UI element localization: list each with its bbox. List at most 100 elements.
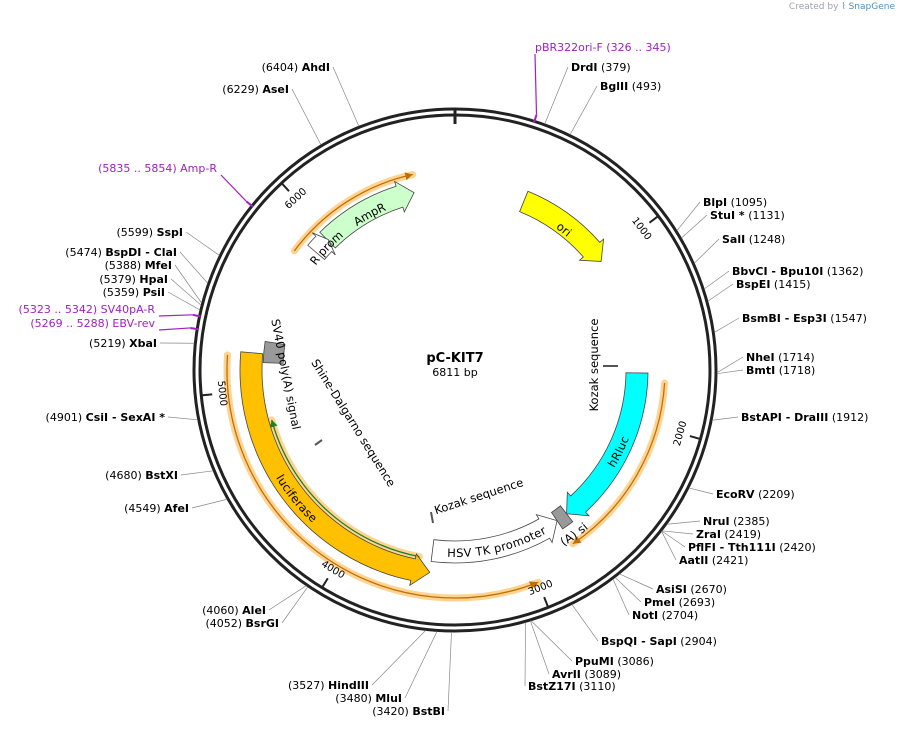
enzyme-name: ZraI xyxy=(696,528,721,541)
inner-feature-label: SV40 poly(A) signal xyxy=(268,318,303,431)
site-leader-line xyxy=(167,416,198,421)
tick-mark xyxy=(280,182,290,192)
site-position: (493) xyxy=(632,80,662,93)
primer-tick xyxy=(245,200,254,208)
site-position: (1095) xyxy=(731,196,768,209)
site-label: (5379) HpaI xyxy=(99,273,168,286)
enzyme-name: MluI xyxy=(375,692,402,705)
enzyme-name: CsiI - SexAI * xyxy=(86,411,166,424)
tick-label: 1000 xyxy=(629,216,653,243)
site-position: (4052) xyxy=(205,617,242,630)
site-label: DrdI (379) xyxy=(571,61,631,74)
site-position: (2670) xyxy=(690,583,727,596)
enzyme-name: AhdI xyxy=(302,61,330,74)
feature-promoter xyxy=(307,232,336,261)
site-label: BstZ17I (3110) xyxy=(528,680,616,693)
enzyme-name: XbaI xyxy=(129,337,157,350)
site-position: (1248) xyxy=(749,233,786,246)
enzyme-name: EcoRV xyxy=(716,488,755,501)
site-label: EcoRV (2209) xyxy=(716,488,795,501)
site-position: (4549) xyxy=(124,502,161,515)
site-label: (5474) BspDI - ClaI xyxy=(65,246,177,259)
site-position: (5359) xyxy=(103,286,140,299)
site-label: NruI (2385) xyxy=(703,515,770,528)
site-leader-line xyxy=(703,270,730,290)
site-position: (3086) xyxy=(617,655,654,668)
site-leader-line xyxy=(544,66,569,124)
site-leader-line xyxy=(612,578,630,616)
tick-mark xyxy=(648,215,659,224)
feature-polyA xyxy=(550,505,574,530)
site-leader-line xyxy=(619,573,654,590)
site-label: StuI * (1131) xyxy=(710,209,785,222)
orf-line xyxy=(271,419,420,558)
inner-feature-mark xyxy=(314,439,323,446)
site-leader-line xyxy=(676,201,701,231)
site-position: (2385) xyxy=(733,515,770,528)
site-position: (1718) xyxy=(779,364,816,377)
site-label: ZraI (2419) xyxy=(696,528,761,541)
orf-layer xyxy=(223,171,669,602)
site-position: (1547) xyxy=(830,312,867,325)
site-leader-line xyxy=(530,620,573,662)
site-position: (1131) xyxy=(748,209,785,222)
inner-feature-mark xyxy=(430,511,434,524)
site-leader-line xyxy=(447,631,452,712)
feature-label: poly(A) signal xyxy=(0,0,590,549)
site-leader-line xyxy=(268,585,307,611)
site-label: (6229) AseI xyxy=(222,83,289,96)
site-position: (2693) xyxy=(679,596,716,609)
site-position: (1362) xyxy=(827,265,864,278)
enzyme-name: BsmBI - Esp3I xyxy=(742,312,827,325)
primer-label: (5323 .. 5342) SV40pA-R xyxy=(19,303,156,316)
site-label: AvrII (3089) xyxy=(552,668,621,681)
enzyme-name: PpuMI xyxy=(575,655,614,668)
feature-layer: oriAmpRAmpR promoterhRlucpoly(A) signalH… xyxy=(0,0,649,587)
site-leader-line xyxy=(712,416,739,421)
site-position: (3110) xyxy=(579,680,616,693)
orf-line xyxy=(226,354,539,599)
site-position: (5379) xyxy=(99,273,136,286)
enzyme-name: BspDI - ClaI xyxy=(105,246,177,259)
orf-line xyxy=(572,382,666,545)
enzyme-name: AfeI xyxy=(164,502,189,515)
primer-name: pBR322ori-F xyxy=(535,41,603,54)
enzyme-name: BmtI xyxy=(746,364,775,377)
site-leader-line xyxy=(167,291,201,311)
site-label: (5359) PsiI xyxy=(103,286,165,299)
site-position: (5599) xyxy=(116,226,153,239)
site-label: PpuMI (3086) xyxy=(575,655,654,668)
site-label: SalI (1248) xyxy=(722,233,785,246)
enzyme-name: DrdI xyxy=(571,61,598,74)
feature-ori xyxy=(519,190,605,262)
site-label: BspQI - SapI (2904) xyxy=(601,635,717,648)
orf-arrowhead xyxy=(529,581,539,589)
primer-label: pBR322ori-F (326 .. 345) xyxy=(535,41,671,54)
enzyme-name: AleI xyxy=(242,604,266,617)
site-leader-line xyxy=(666,520,701,525)
site-leader-line xyxy=(179,251,209,284)
enzyme-name: HindIII xyxy=(328,679,369,692)
enzyme-name: PsiI xyxy=(143,286,165,299)
site-position: (3089) xyxy=(584,668,621,681)
site-leader-line xyxy=(571,604,599,642)
site-label: (5219) XbaI xyxy=(89,337,157,350)
primer-leader-line xyxy=(158,314,193,317)
site-leader-line xyxy=(291,88,322,146)
site-label: PmeI (2693) xyxy=(644,596,715,609)
site-position: (1912) xyxy=(832,411,869,424)
enzyme-name: BlpI xyxy=(703,196,727,209)
primer-tick xyxy=(190,326,199,331)
site-label: (5599) SspI xyxy=(116,226,183,239)
feature-polyA xyxy=(262,341,286,364)
plasmid-name: pC-KIT7 xyxy=(426,351,483,366)
site-leader-line xyxy=(716,369,744,375)
site-leader-line xyxy=(524,622,526,687)
site-position: (2419) xyxy=(724,528,761,541)
site-position: (2420) xyxy=(779,541,816,554)
site-label: BglII (493) xyxy=(600,80,661,93)
primer-range: (5323 .. 5342) xyxy=(19,303,98,316)
enzyme-name: NheI xyxy=(746,351,775,364)
